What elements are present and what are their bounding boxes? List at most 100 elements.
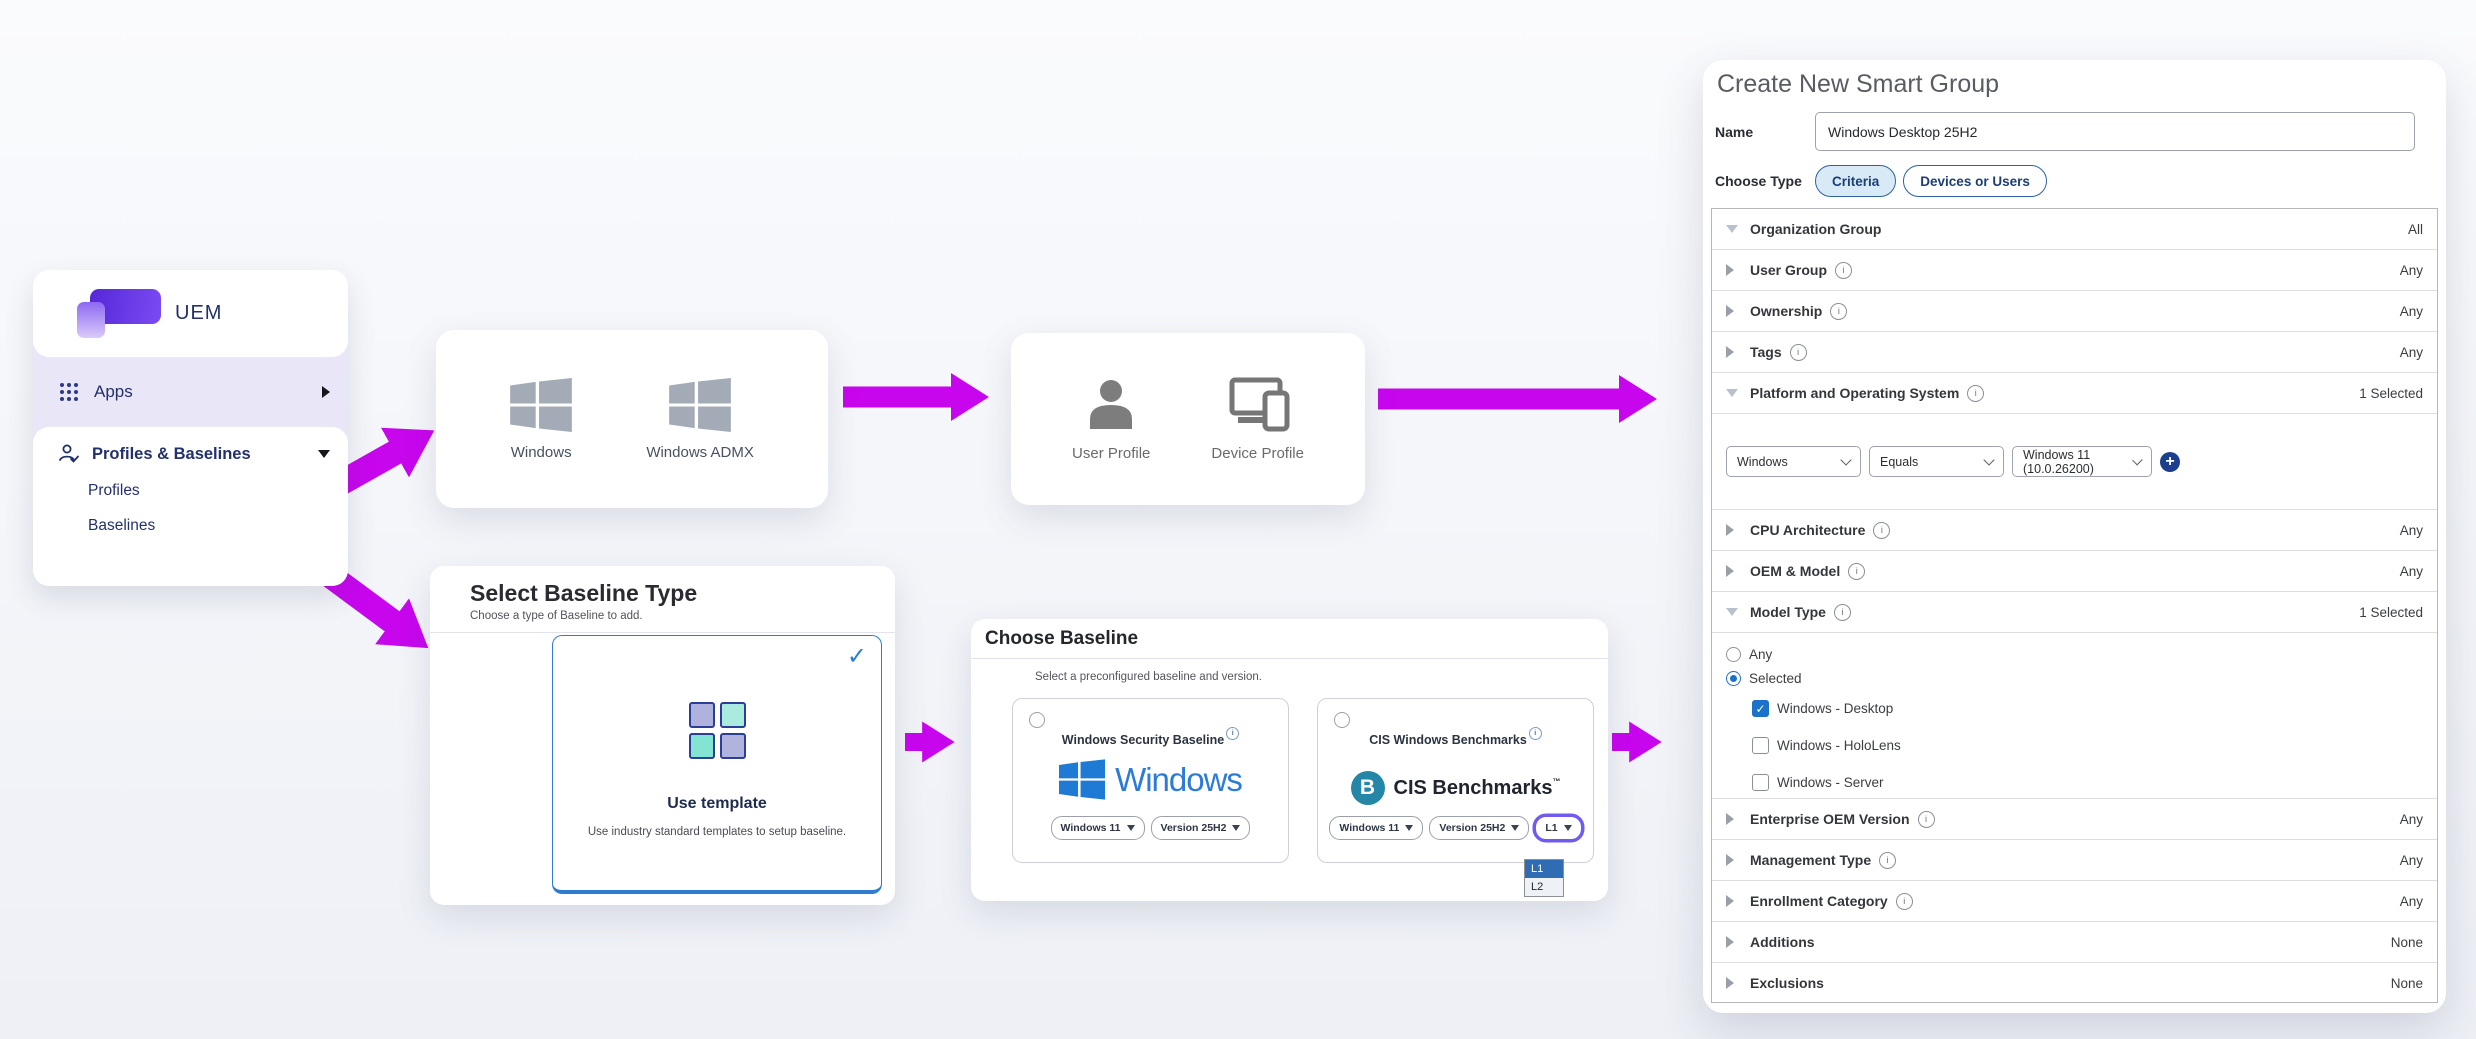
criteria-row-value: Any bbox=[2399, 893, 2423, 909]
type-pill-devices-or-users[interactable]: Devices or Users bbox=[1903, 165, 2047, 197]
platform-option-windows-admx[interactable]: Windows ADMX bbox=[646, 377, 754, 461]
criteria-row-label: Tags bbox=[1750, 344, 1782, 360]
criteria-row-value: Any bbox=[2399, 522, 2423, 538]
baseline-option-title: CIS Windows Benchmarks bbox=[1369, 733, 1527, 747]
uem-logo-card: UEM bbox=[33, 270, 348, 357]
info-icon[interactable]: i bbox=[1917, 810, 1935, 828]
sidebar-item-apps[interactable]: Apps bbox=[33, 357, 348, 427]
sidebar-item-label: Profiles & Baselines bbox=[92, 444, 251, 463]
criteria-row-value: Any bbox=[2399, 852, 2423, 868]
criteria-row-enrollment-category[interactable]: Enrollment Category i Any bbox=[1712, 881, 2437, 922]
os-dropdown[interactable]: Windows 11 bbox=[1050, 816, 1145, 840]
level-dropdown[interactable]: L1 bbox=[1535, 816, 1582, 840]
cis-logo-icon: B bbox=[1350, 771, 1385, 805]
model-type-selected-radio[interactable]: Selected bbox=[1726, 666, 2437, 690]
criteria-row-value: Any bbox=[2399, 344, 2423, 360]
template-description: Use industry standard templates to setup… bbox=[587, 826, 847, 838]
checkbox-label: Windows - HoloLens bbox=[1777, 738, 1901, 753]
radio-button[interactable] bbox=[1726, 646, 1741, 662]
baseline-option-cis-benchmarks[interactable]: CIS Windows Benchmarks i B CIS Benchmark… bbox=[1317, 698, 1594, 897]
criteria-row-value: Any bbox=[2399, 303, 2423, 319]
chevron-right-icon bbox=[1726, 264, 1734, 276]
menu-item-l2[interactable]: L2 bbox=[1531, 881, 1544, 893]
radio-label: Selected bbox=[1749, 670, 1802, 686]
info-icon[interactable]: i bbox=[1835, 261, 1853, 279]
os-dropdown[interactable]: Windows 11 bbox=[1329, 816, 1424, 840]
radio-button[interactable] bbox=[1334, 712, 1350, 728]
uem-sidebar: UEM Apps bbox=[33, 270, 348, 586]
criteria-row-management-type[interactable]: Management Type i Any bbox=[1712, 840, 2437, 881]
radio-button-selected[interactable] bbox=[1726, 670, 1741, 686]
operator-select[interactable]: Equals bbox=[1869, 446, 2004, 477]
baseline-option-windows-security[interactable]: Windows Security Baseline i Windows Wind… bbox=[1012, 698, 1289, 863]
checkbox-icon[interactable] bbox=[1752, 774, 1769, 791]
platform-select[interactable]: Windows bbox=[1726, 446, 1861, 477]
checkbox-windows-hololens[interactable]: Windows - HoloLens bbox=[1752, 727, 2437, 764]
model-type-any-radio[interactable]: Any bbox=[1726, 642, 2437, 666]
platform-filter-row: Windows Equals Windows 11 (10.0.26200) + bbox=[1712, 414, 2437, 510]
info-icon[interactable]: i bbox=[1848, 562, 1866, 580]
chevron-right-icon bbox=[1726, 565, 1734, 577]
criteria-row-enterprise-oem-version[interactable]: Enterprise OEM Version i Any bbox=[1712, 799, 2437, 840]
info-icon[interactable]: i bbox=[1879, 851, 1897, 869]
info-icon[interactable]: i bbox=[1967, 384, 1985, 402]
checkbox-windows-server[interactable]: Windows - Server bbox=[1752, 764, 2437, 801]
chevron-right-icon bbox=[322, 386, 330, 398]
radio-label: Any bbox=[1749, 646, 1773, 662]
criteria-row-model-type[interactable]: Model Type i 1 Selected bbox=[1712, 592, 2437, 633]
info-icon[interactable]: i bbox=[1226, 727, 1240, 740]
add-filter-button[interactable]: + bbox=[2160, 451, 2180, 472]
chevron-down-icon bbox=[318, 450, 330, 458]
chevron-right-icon bbox=[1726, 524, 1734, 536]
criteria-row-label: Exclusions bbox=[1750, 975, 1824, 991]
version-dropdown[interactable]: Version 25H2 bbox=[1429, 816, 1530, 840]
create-smart-group-panel: Create New Smart Group Name Choose Type … bbox=[1703, 60, 2446, 1013]
card-title: Select Baseline Type bbox=[470, 580, 698, 606]
criteria-row-value: 1 Selected bbox=[2359, 385, 2423, 401]
criteria-row-value: Any bbox=[2399, 262, 2423, 278]
checkbox-checked-icon[interactable]: ✓ bbox=[1752, 700, 1769, 717]
criteria-row-label: Enrollment Category bbox=[1750, 893, 1888, 909]
criteria-row-ownership[interactable]: Ownership i Any bbox=[1712, 291, 2437, 332]
criteria-row-exclusions[interactable]: Exclusions None bbox=[1712, 963, 2437, 1003]
version-dropdown[interactable]: Version 25H2 bbox=[1150, 816, 1251, 840]
criteria-row-label: Organization Group bbox=[1750, 221, 1882, 237]
info-icon[interactable]: i bbox=[1789, 343, 1807, 361]
criteria-row-organization-group[interactable]: Organization Group All bbox=[1712, 209, 2437, 250]
sidebar-item-profiles[interactable]: Profiles bbox=[88, 482, 140, 499]
radio-button[interactable] bbox=[1029, 712, 1045, 728]
platform-option-windows[interactable]: Windows bbox=[510, 377, 573, 461]
profile-option-device[interactable]: Device Profile bbox=[1211, 377, 1304, 462]
name-input[interactable] bbox=[1815, 112, 2415, 151]
profile-option-user[interactable]: User Profile bbox=[1072, 377, 1150, 462]
criteria-row-value: None bbox=[2390, 975, 2423, 991]
menu-item-l1[interactable]: L1 bbox=[1525, 860, 1563, 878]
criteria-row-cpu-architecture[interactable]: CPU Architecture i Any bbox=[1712, 510, 2437, 551]
info-icon[interactable]: i bbox=[1833, 603, 1851, 621]
info-icon[interactable]: i bbox=[1895, 892, 1913, 910]
sidebar-item-profiles-baselines[interactable]: Profiles & Baselines bbox=[33, 427, 348, 465]
use-template-option[interactable]: ✓ Use template Use industry standard tem… bbox=[552, 635, 882, 894]
os-version-select[interactable]: Windows 11 (10.0.26200) bbox=[2012, 446, 2152, 477]
criteria-row-platform-os[interactable]: Platform and Operating System i 1 Select… bbox=[1712, 373, 2437, 414]
info-icon[interactable]: i bbox=[1528, 727, 1542, 740]
model-type-options: Any Selected ✓ Windows - Desktop Windows… bbox=[1712, 633, 2437, 799]
uem-logo-text: UEM bbox=[175, 302, 223, 324]
sidebar-item-baselines[interactable]: Baselines bbox=[88, 517, 156, 534]
criteria-row-value: 1 Selected bbox=[2359, 604, 2423, 620]
type-pill-criteria[interactable]: Criteria bbox=[1815, 165, 1897, 197]
criteria-row-tags[interactable]: Tags i Any bbox=[1712, 332, 2437, 373]
chevron-right-icon bbox=[1726, 895, 1734, 907]
criteria-row-additions[interactable]: Additions None bbox=[1712, 922, 2437, 963]
windows-logo-icon bbox=[1059, 759, 1106, 800]
chevron-right-icon bbox=[1726, 936, 1734, 948]
chevron-right-icon bbox=[1726, 346, 1734, 358]
checkbox-icon[interactable] bbox=[1752, 737, 1769, 754]
criteria-row-user-group[interactable]: User Group i Any bbox=[1712, 250, 2437, 291]
info-icon[interactable]: i bbox=[1873, 521, 1891, 539]
criteria-row-oem-model[interactable]: OEM & Model i Any bbox=[1712, 551, 2437, 592]
checkbox-windows-desktop[interactable]: ✓ Windows - Desktop bbox=[1752, 690, 2437, 727]
chevron-right-icon bbox=[1726, 813, 1734, 825]
info-icon[interactable]: i bbox=[1830, 302, 1848, 320]
